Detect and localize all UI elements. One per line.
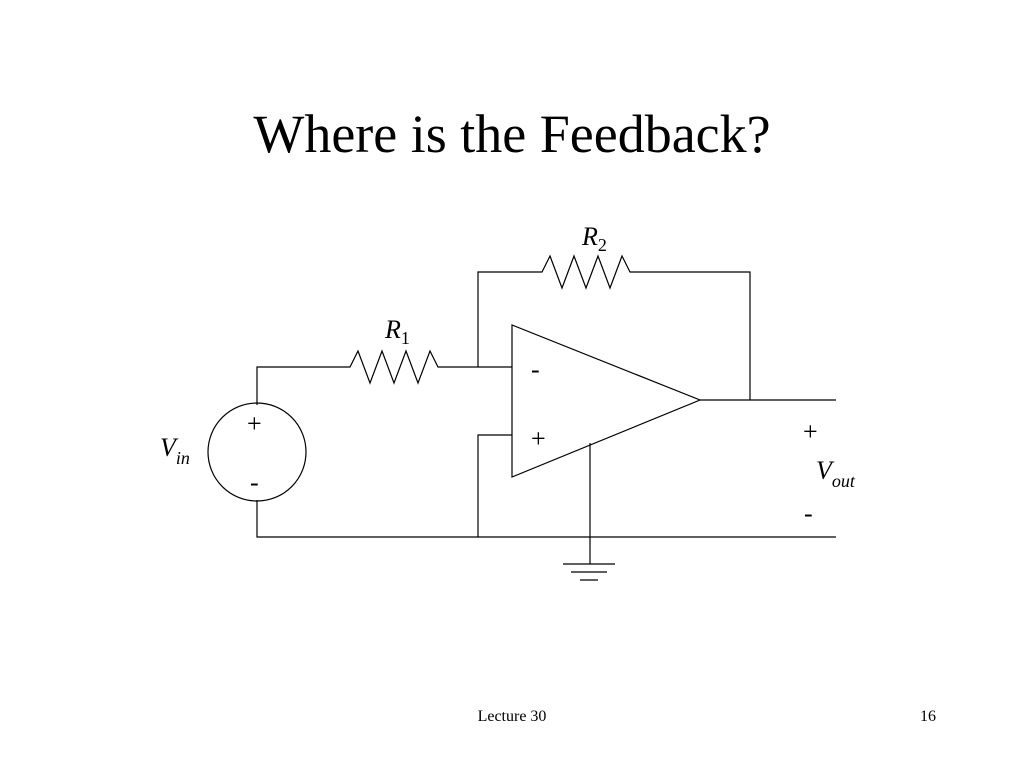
feedback-wire xyxy=(477,254,751,400)
vout-label: Vout xyxy=(816,456,856,491)
output-plus-sign: + xyxy=(803,417,818,446)
slide-title: Where is the Feedback? xyxy=(253,104,771,164)
page-number: 16 xyxy=(920,708,936,725)
inverting-input-sign: - xyxy=(531,355,540,384)
bottom-rail xyxy=(256,500,836,538)
voltage-source xyxy=(207,402,307,502)
input-wire-r1 xyxy=(256,349,512,405)
r2-label: R2 xyxy=(581,222,607,255)
source-minus-sign: - xyxy=(250,468,259,497)
opamp-triangle xyxy=(511,324,702,478)
output-minus-sign: - xyxy=(804,499,813,528)
r1-label: R1 xyxy=(384,315,410,348)
source-plus-sign: + xyxy=(247,409,262,438)
footer-lecture: Lecture 30 xyxy=(477,708,547,725)
noninverting-wire xyxy=(477,434,512,537)
ground-symbol xyxy=(563,563,615,581)
vin-label: Vin xyxy=(160,433,190,468)
noninverting-input-sign: + xyxy=(531,424,546,453)
